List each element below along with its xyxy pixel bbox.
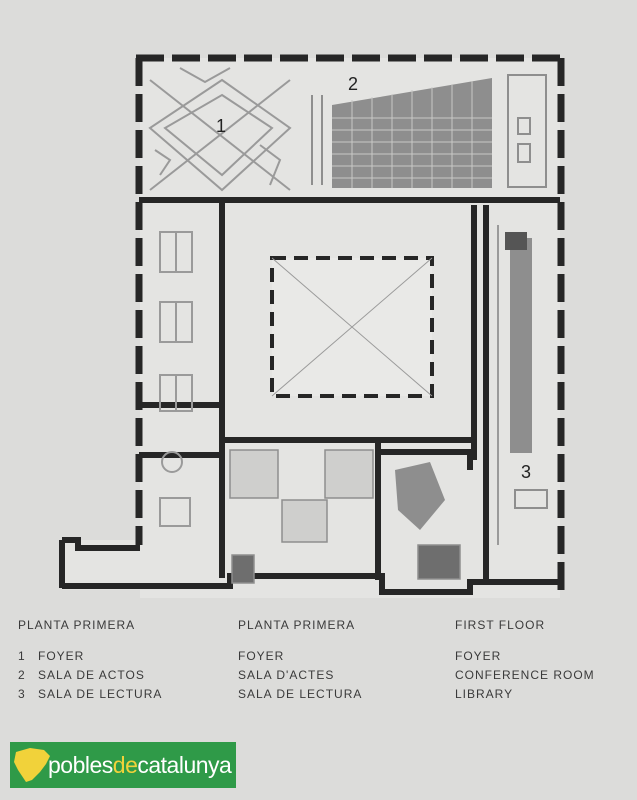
legend-label: CONFERENCE ROOM [455,668,595,682]
inner-walls [139,197,560,582]
legend-number: 1 [18,649,26,663]
legend-column-spanish: PLANTA PRIMERA 1 FOYER 2 SALA DE ACTOS 3 SA… [18,616,162,704]
pobles-de-catalunya-logo: poblesdecatalunya [10,742,236,788]
stairs [229,449,461,584]
room-number-1: 1 [216,116,226,136]
legend-column-catalan: PLANTA PRIMERA FOYER SALA D'ACTES SALA D… [238,616,362,704]
legend-label: SALA DE LECTURA [38,687,163,701]
reading-tables [159,231,193,527]
outer-walls [135,54,565,590]
auditorium-seat-lines [332,81,492,188]
floor-plan: 1 2 3 [59,54,565,595]
legend-label: SALA DE ACTOS [38,668,145,682]
legend-column-english: FIRST FLOOR FOYER CONFERENCE ROOM LIBRAR… [455,616,595,704]
legend-header: PLANTA PRIMERA [238,618,356,632]
legend-label: FOYER [38,649,85,663]
legend-label: SALA D'ACTES [238,668,335,682]
legend-item: 2 SALA DE ACTOS [18,666,162,685]
legend-header: PLANTA PRIMERA [18,618,136,632]
legend-number: 3 [18,687,26,701]
stage [311,74,547,188]
legend-number: 2 [18,668,26,682]
legend-item: 3 SALA DE LECTURA [18,685,162,704]
legend-label: SALA DE LECTURA [238,687,363,701]
library-shelves [497,225,548,545]
room-number-2: 2 [348,74,358,94]
legend-header: FIRST FLOOR [455,618,546,632]
foyer-pattern [148,67,292,192]
legend-label: LIBRARY [455,687,514,701]
logo-text: poblesdecatalunya [48,751,232,778]
bottom-walls [59,537,564,595]
foyer-ornament [395,462,445,530]
courtyard [270,256,434,398]
catalonia-map-icon [14,748,50,782]
legend-label: FOYER [238,649,285,663]
legend-label: FOYER [455,649,502,663]
legend-item: 1 FOYER [18,647,162,666]
room-number-3: 3 [521,462,531,482]
